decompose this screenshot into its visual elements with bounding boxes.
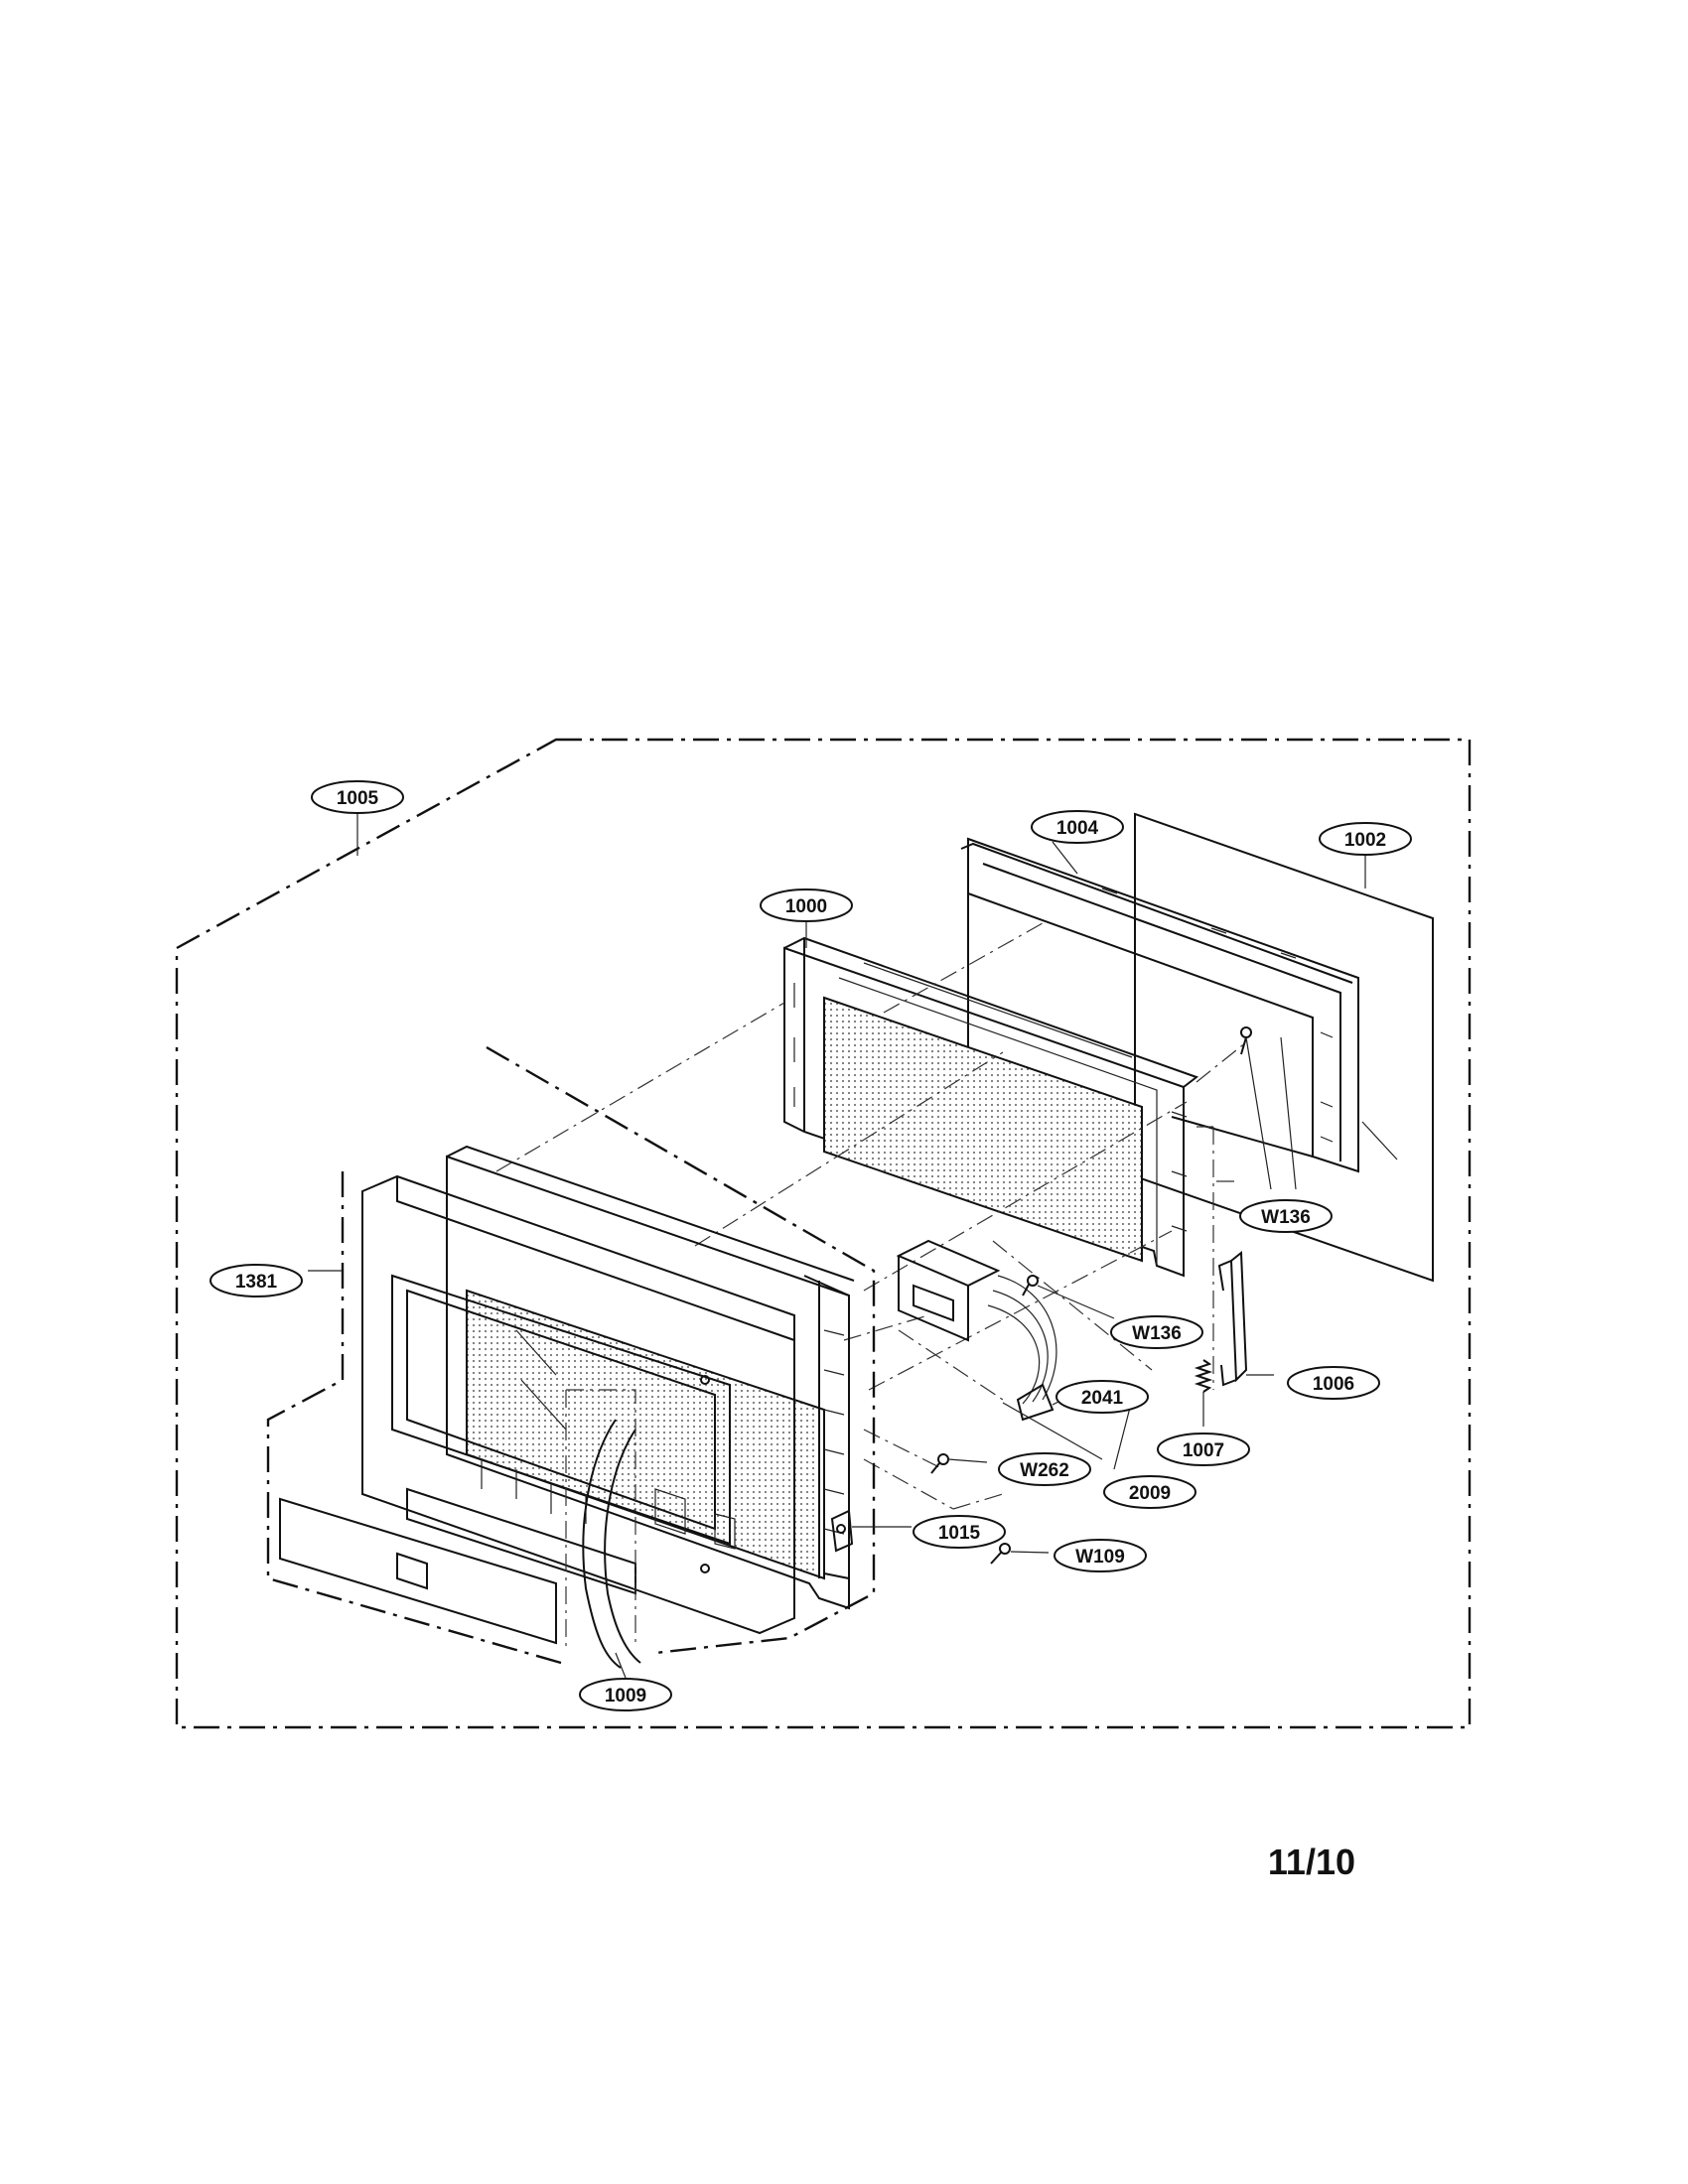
svg-text:W262: W262 <box>1020 1460 1069 1481</box>
svg-text:1005: 1005 <box>337 788 379 809</box>
callout-1005: 1005 <box>311 780 404 814</box>
svg-text:2041: 2041 <box>1081 1388 1124 1409</box>
screw-w262 <box>930 1453 949 1474</box>
svg-text:2009: 2009 <box>1129 1483 1171 1504</box>
callout-w136-lower: W136 <box>1110 1315 1203 1349</box>
svg-text:1004: 1004 <box>1056 818 1099 839</box>
screw-w136-lower <box>1022 1275 1039 1297</box>
svg-text:1000: 1000 <box>785 896 827 917</box>
alignment-lines <box>495 922 1247 1510</box>
callout-2009: 2009 <box>1103 1475 1196 1509</box>
callout-w136-upper: W136 <box>1239 1199 1333 1233</box>
callout-1004: 1004 <box>1031 810 1124 844</box>
module-subassembly-boundary <box>898 1240 1153 1401</box>
svg-text:W136: W136 <box>1132 1323 1182 1344</box>
svg-text:W109: W109 <box>1075 1547 1125 1568</box>
screw-w109 <box>990 1543 1011 1565</box>
part-1006-latch <box>1217 1250 1248 1387</box>
page-number: 11/10 <box>1267 1842 1355 1882</box>
callout-1002: 1002 <box>1319 822 1412 856</box>
callout-1000: 1000 <box>760 888 853 922</box>
callout-1007: 1007 <box>1157 1433 1250 1466</box>
choke-subassembly-boundary <box>486 1045 876 1655</box>
svg-text:1006: 1006 <box>1313 1374 1354 1395</box>
svg-text:1015: 1015 <box>938 1523 981 1544</box>
svg-text:1009: 1009 <box>605 1686 646 1706</box>
svg-text:W136: W136 <box>1261 1207 1311 1228</box>
callout-w262: W262 <box>998 1452 1091 1486</box>
part-control-strip <box>279 1497 557 1645</box>
part-2041-control-module <box>896 1239 1057 1422</box>
door-subassembly-boundary <box>266 1171 562 1665</box>
part-1000-inner-door-panel <box>783 936 1252 1278</box>
svg-text:1007: 1007 <box>1183 1440 1224 1461</box>
callout-1006: 1006 <box>1287 1366 1380 1400</box>
callout-2041: 2041 <box>1055 1380 1149 1414</box>
part-1004-door-frame <box>960 837 1359 1173</box>
callout-1009: 1009 <box>579 1678 672 1711</box>
callout-1381: 1381 <box>210 1264 303 1297</box>
part-1381-outer-door <box>361 1174 795 1635</box>
part-1009-handle <box>565 1389 641 1669</box>
assembly-boundary <box>175 738 1472 1729</box>
callouts: 1005 1004 1002 1000 W136 1381 W136 1006 <box>210 780 1412 1711</box>
part-choke-panel <box>446 1145 855 1610</box>
svg-text:1381: 1381 <box>235 1272 278 1293</box>
callout-w109: W109 <box>1054 1539 1147 1572</box>
callout-1015: 1015 <box>913 1515 1006 1549</box>
svg-text:1002: 1002 <box>1344 830 1386 851</box>
part-1015-hinge <box>830 1509 854 1553</box>
leader-lines <box>308 812 1366 1679</box>
part-1007-spring <box>1194 1359 1213 1393</box>
